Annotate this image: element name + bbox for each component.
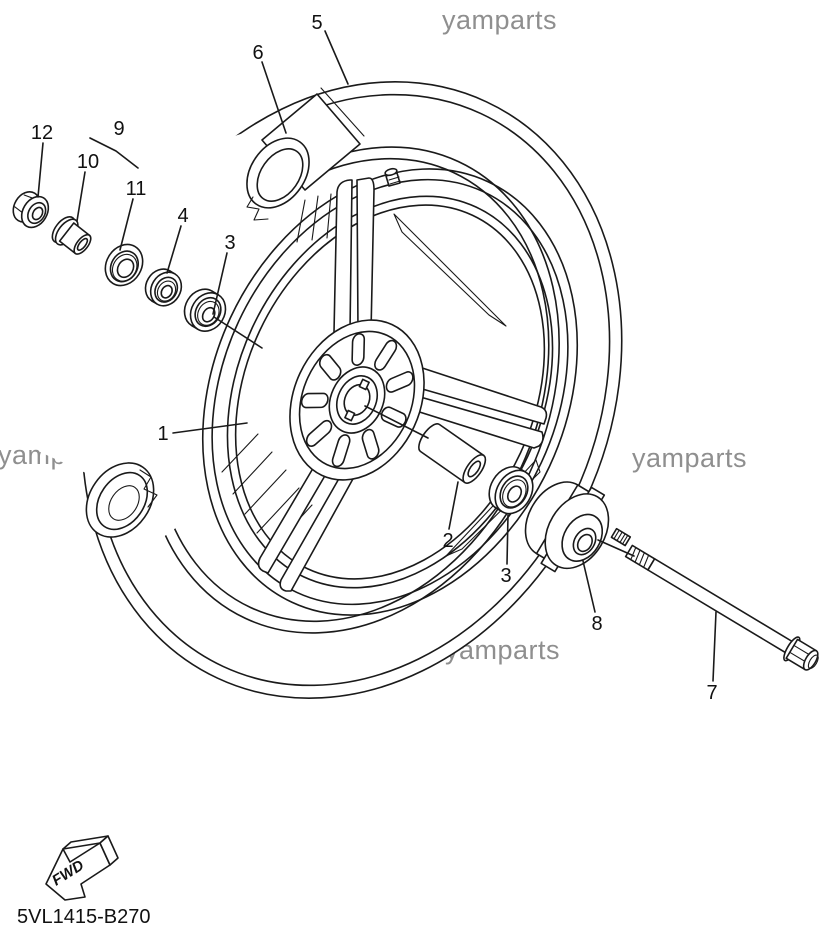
rim-recess-detail (393, 213, 507, 327)
wheel-hub (265, 298, 449, 502)
wheel-rim (201, 168, 579, 616)
part-label-bearing-lower: 3 (500, 565, 511, 587)
watermark-top: yamparts (442, 5, 557, 35)
spacer (418, 423, 487, 484)
axis-line (364, 405, 429, 439)
leader-line (324, 30, 349, 85)
worm-thread-stub (610, 527, 632, 547)
leader-line (172, 422, 248, 434)
leader-line (166, 225, 182, 274)
part-label-collar-group: 9 (113, 118, 124, 140)
oil-seal (104, 243, 144, 287)
hub-slots (281, 315, 435, 486)
bearing-upper (183, 288, 227, 332)
part-label-gear-unit: 8 (591, 613, 602, 635)
speedometer-gear-unit (524, 481, 610, 573)
leader-line (712, 611, 717, 682)
leader-line (76, 171, 86, 222)
tube-cut-end (246, 87, 365, 221)
part-label-cast-wheel: 1 (157, 423, 168, 445)
flange-collar (51, 216, 92, 255)
part-label-bearing-inner: 4 (177, 205, 188, 227)
tire-cut-face-lower (85, 462, 158, 538)
fwd-marker-side-face (99, 835, 119, 866)
fwd-marker: FWD (45, 835, 119, 901)
leader-line (582, 560, 596, 613)
diagram-code: 5VL1415-B270 (17, 906, 150, 928)
bearing-inner (144, 268, 183, 307)
part-label-spacer: 2 (442, 530, 453, 552)
part-label-tire: 5 (311, 12, 322, 34)
leader-line (37, 142, 44, 198)
part-labels: 5 6 12 9 10 11 4 3 1 2 3 8 7 (31, 12, 718, 704)
part-label-axle-nut: 12 (31, 122, 53, 144)
leader-line (506, 514, 509, 565)
leader-line (212, 252, 228, 315)
bracket-line (89, 137, 139, 169)
axis-line (213, 316, 263, 349)
axis-line (597, 539, 635, 557)
watermark-right: yamparts (632, 443, 747, 473)
part-label-tube: 6 (252, 42, 263, 64)
valve-stem (384, 167, 401, 187)
part-label-flange-collar: 10 (77, 151, 99, 173)
rim-recess-detail (445, 459, 541, 557)
leader-line (119, 198, 134, 251)
rim-hatch-lines (221, 193, 332, 552)
leader-lines (37, 30, 717, 682)
axle-nut (12, 191, 50, 229)
wheel-spokes (257, 177, 548, 592)
part-label-bearing-upper: 3 (224, 232, 235, 254)
part-label-wheel-axle: 7 (706, 682, 717, 704)
leader-line (448, 481, 459, 530)
bearing-lower (488, 466, 534, 515)
wheel-axle (624, 544, 819, 671)
leader-line (261, 61, 287, 134)
part-label-oil-seal: 11 (126, 178, 147, 200)
